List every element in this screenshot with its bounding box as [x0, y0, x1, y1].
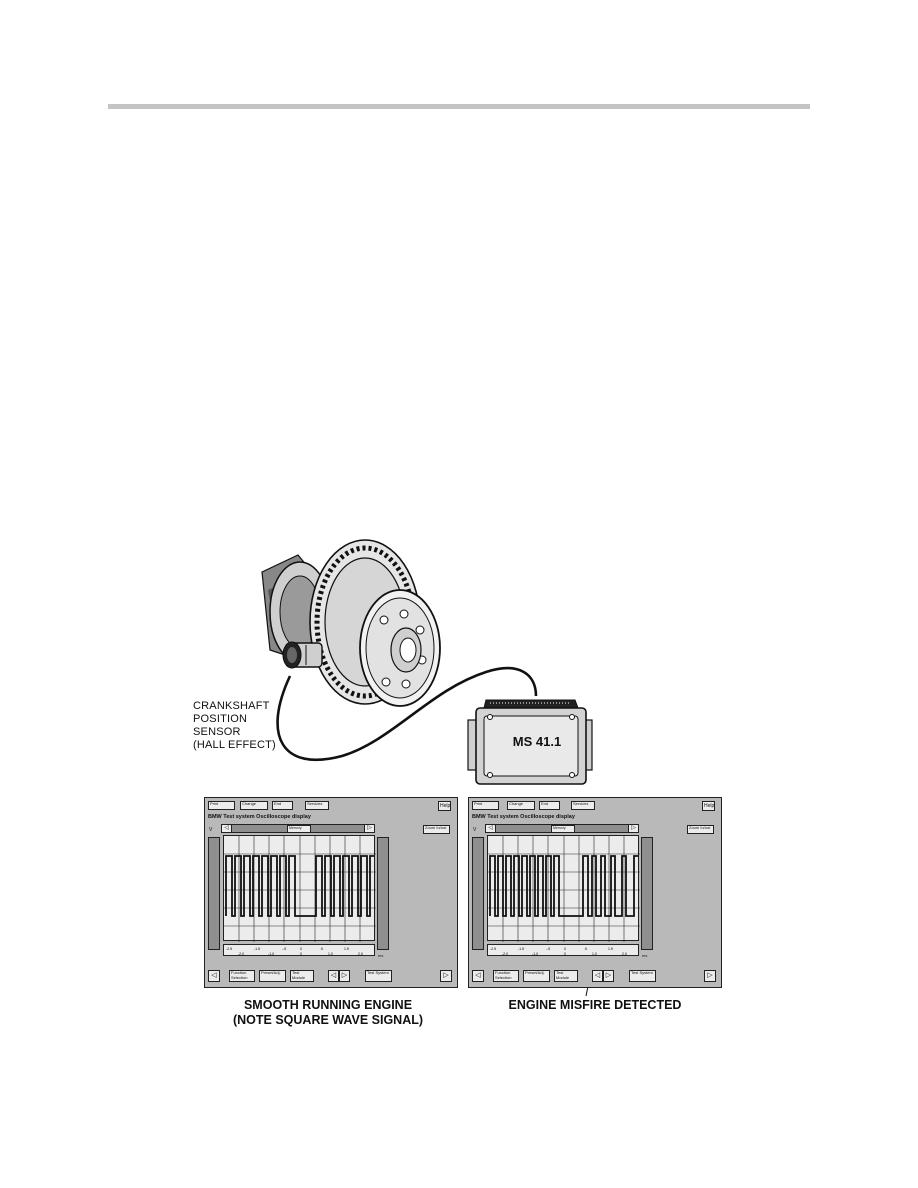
- step-right-icon[interactable]: ▷: [339, 970, 350, 982]
- arrow-left-icon[interactable]: ◁: [485, 824, 496, 833]
- scope-title: BMW Test system Oscilloscope display: [472, 814, 575, 820]
- change-button[interactable]: Change: [240, 801, 268, 810]
- axis-tick-label: 1.0: [592, 952, 597, 956]
- step-right-icon[interactable]: ▷: [603, 970, 614, 982]
- sensor-label-line: CRANKSHAFT: [193, 700, 270, 712]
- grid-lines: [224, 836, 376, 942]
- time-axis: -2.5 -1.5 -.5 0 .5 1.5 -2.0 -1.0 0 1.0 2…: [223, 944, 375, 956]
- axis-tick-label: 1.5: [608, 947, 613, 951]
- axis-tick-label: -1.5: [518, 947, 524, 951]
- axis-tick-label: -2.0: [238, 952, 244, 956]
- axis-tick-label: 0: [300, 952, 302, 956]
- axis-tick-label: 2.0: [622, 952, 627, 956]
- oscilloscope-screen-smooth: Print Change End Services Help BMW Test …: [204, 797, 458, 988]
- axis-tick-label: -2.0: [502, 952, 508, 956]
- axis-tick-label: .5: [584, 947, 587, 951]
- v-axis-label: V: [209, 827, 213, 833]
- test-system-button[interactable]: Test System: [629, 970, 656, 982]
- zoom-button[interactable]: Zoom In/out: [687, 825, 714, 834]
- test-module-button[interactable]: Test Module: [290, 970, 314, 982]
- test-module-button[interactable]: Test Module: [554, 970, 578, 982]
- print-button[interactable]: Print: [472, 801, 499, 810]
- sensor-label: CRANKSHAFT POSITION SENSOR (HALL EFFECT): [193, 700, 276, 752]
- help-button[interactable]: Help: [702, 801, 715, 811]
- preset-button[interactable]: Preset/Adj.: [259, 970, 286, 982]
- waveform-plot: [223, 835, 376, 942]
- left-scale-bar: [472, 837, 484, 950]
- page-left-icon[interactable]: ◁: [472, 970, 484, 982]
- axis-tick-label: -2.5: [226, 947, 232, 951]
- preset-button[interactable]: Preset/Adj.: [523, 970, 550, 982]
- test-system-button[interactable]: Test System: [365, 970, 392, 982]
- arrow-right-icon[interactable]: ▷: [628, 824, 639, 833]
- caption-smooth: SMOOTH RUNNING ENGINE (NOTE SQUARE WAVE …: [196, 998, 460, 1028]
- page-right-icon[interactable]: ▷: [704, 970, 716, 982]
- memory-button[interactable]: Memory: [551, 825, 575, 833]
- arrow-right-icon[interactable]: ▷: [364, 824, 375, 833]
- axis-tick-label: -.5: [282, 947, 286, 951]
- waveform-svg: [488, 836, 640, 942]
- function-selection-button[interactable]: Function Selection: [493, 970, 519, 982]
- help-button[interactable]: Help: [438, 801, 451, 811]
- axis-tick-label: 2.0: [358, 952, 363, 956]
- caption-misfire: ENGINE MISFIRE DETECTED: [508, 998, 682, 1012]
- sensor-label-line: (HALL EFFECT): [193, 739, 276, 751]
- end-button[interactable]: End: [272, 801, 293, 810]
- axis-tick-label: -2.5: [490, 947, 496, 951]
- left-scale-bar: [208, 837, 220, 950]
- arrow-left-icon[interactable]: ◁: [221, 824, 232, 833]
- services-button[interactable]: Services: [571, 801, 595, 810]
- axis-tick-label: .5: [320, 947, 323, 951]
- axis-tick-label: 0: [300, 947, 302, 951]
- sensor-label-line: POSITION: [193, 713, 248, 725]
- caption-line: (NOTE SQUARE WAVE SIGNAL): [232, 1013, 424, 1027]
- v-axis-label: V: [473, 827, 477, 833]
- memory-button[interactable]: Memory: [287, 825, 311, 833]
- scope-title: BMW Test system Oscilloscope display: [208, 814, 311, 820]
- axis-tick-label: -1.0: [268, 952, 274, 956]
- ecu-label: MS 41.1: [512, 734, 562, 749]
- square-wave-trace: [225, 855, 374, 917]
- header-rule: [108, 104, 810, 109]
- end-button[interactable]: End: [539, 801, 560, 810]
- oscilloscope-screen-misfire: Print Change End Services Help BMW Test …: [468, 797, 722, 988]
- waveform-svg: [224, 836, 376, 942]
- page-right-icon[interactable]: ▷: [440, 970, 452, 982]
- axis-unit-label: ms: [378, 953, 384, 958]
- axis-tick-label: -1.0: [532, 952, 538, 956]
- time-axis-svg: -2.5 -1.5 -.5 0 .5 1.5 -2.0 -1.0 0 1.0 2…: [490, 947, 627, 956]
- zoom-button[interactable]: Zoom In/out: [423, 825, 450, 834]
- axis-tick-label: 0: [564, 947, 566, 951]
- step-left-icon[interactable]: ◁: [592, 970, 603, 982]
- time-axis: -2.5 -1.5 -.5 0 .5 1.5 -2.0 -1.0 0 1.0 2…: [487, 944, 639, 956]
- misfire-wave-trace: [489, 855, 638, 917]
- services-button[interactable]: Services: [305, 801, 329, 810]
- axis-tick-label: 1.0: [328, 952, 333, 956]
- time-axis-svg: -2.5 -1.5 -.5 0 .5 1.5 -2.0 -1.0 0 1.0 2…: [226, 947, 363, 956]
- axis-tick-label: -1.5: [254, 947, 260, 951]
- caption-line: SMOOTH RUNNING ENGINE: [243, 998, 413, 1012]
- sensor-label-line: SENSOR: [193, 726, 241, 738]
- axis-tick-label: 0: [564, 952, 566, 956]
- axis-tick-label: 1.5: [344, 947, 349, 951]
- function-selection-button[interactable]: Function Selection: [229, 970, 255, 982]
- waveform-plot: [487, 835, 640, 942]
- right-scale-bar: [641, 837, 653, 950]
- change-button[interactable]: Change: [507, 801, 535, 810]
- print-button[interactable]: Print: [208, 801, 235, 810]
- axis-unit-label: ms: [642, 953, 648, 958]
- page-left-icon[interactable]: ◁: [208, 970, 220, 982]
- step-left-icon[interactable]: ◁: [328, 970, 339, 982]
- axis-tick-label: -.5: [546, 947, 550, 951]
- right-scale-bar: [377, 837, 389, 950]
